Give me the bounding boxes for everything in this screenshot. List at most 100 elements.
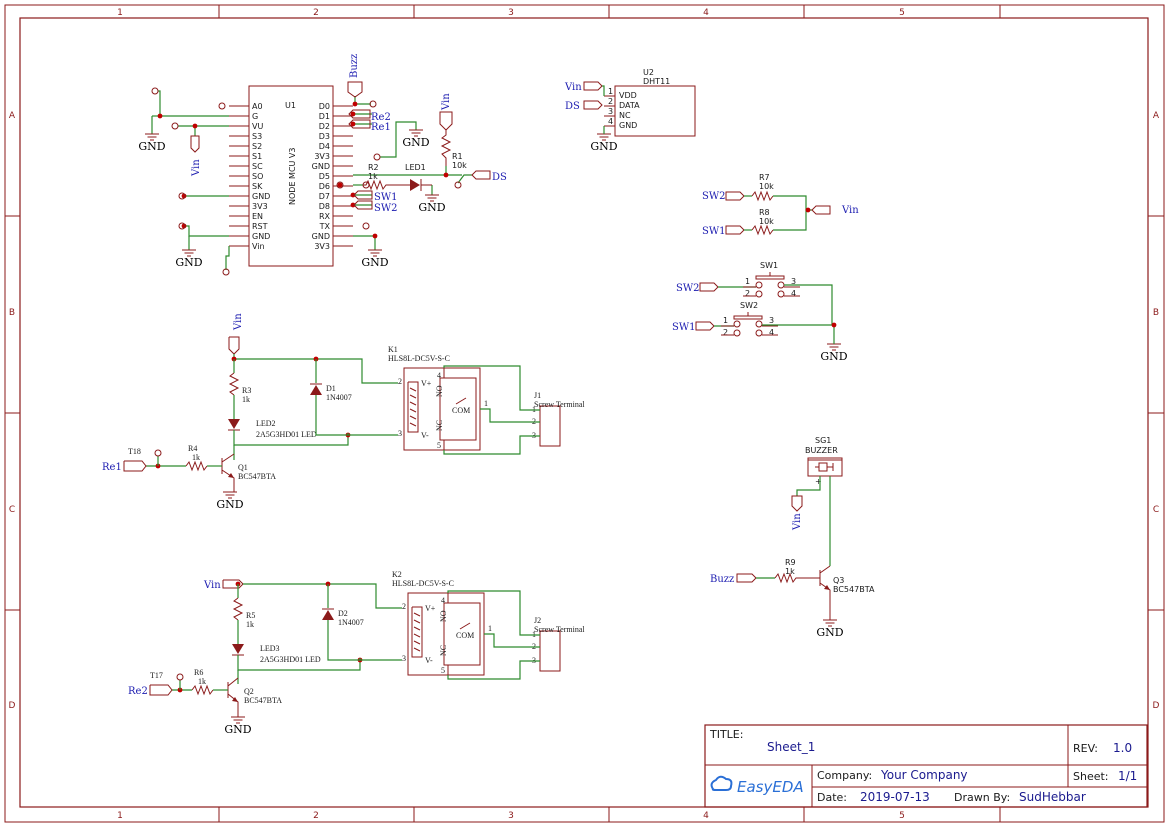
sw1-net-port [353, 190, 373, 200]
gnd-label: GND [138, 140, 165, 153]
gnd-label: GND [224, 723, 251, 736]
pullup-vin: Vin [841, 205, 859, 216]
sw2-ref: SW2 [740, 301, 758, 310]
relay1-j-value: Screw Terminal [534, 400, 585, 409]
relay1-q-value: BC547BTA [238, 472, 276, 481]
r7-resistor [751, 190, 774, 202]
relay2-r-ref: R5 [246, 611, 255, 620]
zone-col-4: 4 [703, 8, 709, 18]
sw2-pin-1: 1 [723, 316, 728, 325]
dht11-pin-nc: NC [619, 111, 631, 120]
relay1-testpoint: T18 [128, 447, 141, 456]
title-value: Sheet_1 [767, 740, 815, 754]
nodemcu-left-pin: SO [252, 172, 263, 181]
zone-row-c: C [9, 505, 15, 515]
net-re1: Re1 [371, 122, 391, 133]
dht-net-vin: Vin [564, 82, 582, 93]
nodemcu-right-pin: 3V3 [314, 242, 330, 251]
net-ds: DS [492, 172, 507, 183]
zone-col-4-bottom: 4 [703, 811, 709, 821]
relay2-d-ref: D2 [338, 609, 348, 618]
dht11-pin-data: DATA [619, 101, 640, 110]
r8-net-port [725, 225, 745, 235]
buzz-net-port [347, 81, 363, 98]
r1-resistor [440, 130, 452, 166]
zone-row-d: D [9, 701, 16, 711]
dht11-body [614, 85, 696, 137]
r8-resistor [751, 224, 774, 236]
zone-col-1-bottom: 1 [117, 811, 123, 821]
relay1-d-value: 1N4007 [326, 393, 352, 402]
r2-value: 1k [368, 172, 378, 181]
nodemcu-left-pin: SK [252, 182, 263, 191]
relay2-vin: Vin [203, 580, 221, 591]
dht11-pin-gnd: GND [619, 121, 637, 130]
dht11-u2: U2 DHT11 VDD DATA NC GND 1 2 3 4 Vin DS [564, 68, 696, 137]
relay2-nc: NC [439, 645, 448, 656]
buzzer-net-in: Buzz [710, 574, 734, 585]
pullup-resistors: SW2 R7 10k SW1 R8 10k Vin [702, 173, 859, 237]
ground-symbol: GND [138, 133, 166, 153]
relay1-no: NO [435, 385, 444, 397]
zone-row-b: B [9, 308, 15, 318]
company-label: Company: [817, 769, 872, 782]
zone-row-c-right: C [1153, 505, 1159, 515]
relay1-rb-ref: R4 [188, 444, 197, 453]
drawn-value: SudHebbar [1019, 790, 1086, 804]
net-vin-r1: Vin [441, 93, 452, 111]
relay2-led-value: 2A5G3HD01 LED [260, 655, 321, 664]
buzzer-name: BUZZER [805, 446, 838, 455]
buzzer-body [807, 457, 843, 477]
relay2-pin5: 5 [441, 666, 445, 675]
ground-symbol: GND [402, 129, 430, 149]
r8-ref: R8 [759, 208, 770, 217]
sheet-value: 1/1 [1118, 769, 1137, 783]
q3-value: BC547BTA [833, 585, 875, 594]
nodemcu-left-pin: GND [252, 192, 270, 201]
nodemcu-left-pin: G [252, 112, 258, 121]
relay2-pin4: 4 [441, 596, 445, 605]
dht11-pin-vdd: VDD [619, 91, 637, 100]
r9-value: 1k [785, 567, 795, 576]
relay2-screw-terminal [539, 630, 561, 672]
nodemcu-left-pin: VU [252, 122, 263, 131]
zone-col-2-bottom: 2 [313, 811, 319, 821]
nodemcu-junctions [157, 101, 449, 239]
buzzer-vin-port [791, 495, 803, 512]
relay2-vplus: V+ [425, 604, 436, 613]
sw2-net-port [695, 321, 715, 331]
relay1-rb-value: 1k [192, 453, 200, 462]
relay1-q-ref: Q1 [238, 463, 248, 472]
gnd-label: GND [361, 256, 388, 269]
relay1-nc: NC [435, 420, 444, 431]
ground-symbol: GND [224, 716, 252, 736]
nodemcu-left-pin: S2 [252, 142, 262, 151]
dht11-ref: U2 [643, 68, 654, 77]
sw2-net-port [353, 200, 373, 210]
relay1-vin: Vin [233, 313, 244, 331]
led1-diode [410, 179, 420, 191]
nodemcu-right-pin: D4 [319, 142, 330, 151]
zone-col-2: 2 [313, 8, 319, 18]
vin-left-port [190, 135, 200, 153]
r8-value: 10k [759, 217, 774, 226]
relay1-d-ref: D1 [326, 384, 336, 393]
sw2-pin-2: 2 [723, 328, 728, 337]
nodemcu-left-pin: RST [252, 222, 268, 231]
dht11-pinnum-1: 1 [608, 87, 613, 96]
relay2-testpoint: T17 [150, 671, 163, 680]
relay2-q-ref: Q2 [244, 687, 254, 696]
nodemcu-right-pin: TX [319, 222, 331, 231]
sw1-pin-3: 3 [791, 277, 796, 286]
nodemcu-right-pin: D3 [319, 132, 330, 141]
zone-col-5-bottom: 5 [899, 811, 905, 821]
rev-value: 1.0 [1113, 741, 1132, 755]
nodemcu-left-pin: S3 [252, 132, 262, 141]
r7-ref: R7 [759, 173, 770, 182]
dht-vin-port [583, 81, 603, 91]
ground-symbol: GND [820, 343, 848, 363]
nodemcu-right-pin: D1 [319, 112, 330, 121]
